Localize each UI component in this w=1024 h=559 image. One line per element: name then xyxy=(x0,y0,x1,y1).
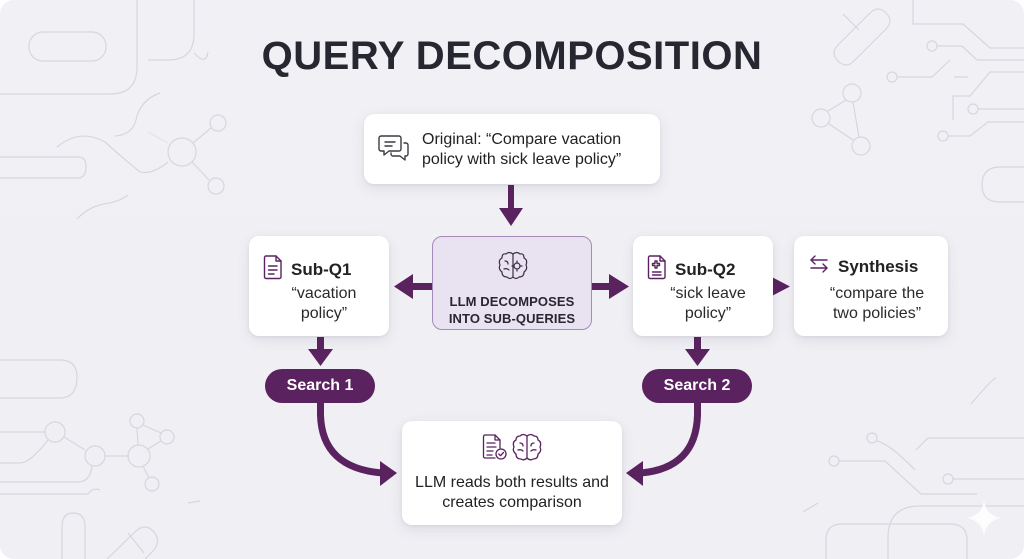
original-query-text: Original: “Compare vacation policy with … xyxy=(422,131,622,168)
sub-q2-quote: “sick leave policy” xyxy=(670,285,746,322)
medical-document-icon xyxy=(647,254,667,285)
result-card: LLM reads both results and creates compa… xyxy=(402,421,622,525)
result-text: LLM reads both results and creates compa… xyxy=(415,474,609,511)
swap-arrows-icon xyxy=(808,254,830,279)
arrow-llm-to-subq1 xyxy=(394,274,432,299)
sub-q1-label: Sub-Q1 xyxy=(291,259,352,279)
original-query-card: Original: “Compare vacation policy with … xyxy=(364,114,660,184)
arrow-original-to-llm xyxy=(499,185,523,226)
document-icon xyxy=(263,254,283,285)
llm-decompose-line-2: INTO SUB-QUERIES xyxy=(448,311,576,326)
llm-decompose-label: LLM DECOMPOSES INTO SUB-QUERIES xyxy=(433,293,591,327)
arrow-llm-to-subq2 xyxy=(592,274,629,299)
search-1-pill: Search 1 xyxy=(265,369,375,403)
arrow-search1-to-result xyxy=(317,403,383,477)
chat-bubbles-icon xyxy=(378,133,412,168)
sub-q1-quote: “vacation policy” xyxy=(291,285,357,322)
brain-gear-icon xyxy=(496,249,530,288)
sub-q2-label: Sub-Q2 xyxy=(675,259,736,279)
document-check-icon xyxy=(482,433,508,466)
diagram-title: QUERY DECOMPOSITION xyxy=(261,34,763,78)
arrow-search1-to-result-head xyxy=(380,461,397,486)
sparkle-icon xyxy=(966,500,1002,536)
sub-q2-card: Sub-Q2 “sick leave policy” xyxy=(633,236,773,336)
llm-decompose-line-1: LLM DECOMPOSES xyxy=(449,294,575,309)
arrow-subq1-to-search1 xyxy=(308,337,333,366)
llm-decompose-box: LLM DECOMPOSES INTO SUB-QUERIES xyxy=(432,236,592,330)
arrow-subq2-to-search2 xyxy=(685,337,710,366)
synthesis-quote: “compare the two policies” xyxy=(829,285,925,322)
arrow-search2-to-result-head xyxy=(626,461,643,486)
synthesis-label: Synthesis xyxy=(838,256,919,276)
arrow-search2-to-result xyxy=(640,403,701,477)
sub-q1-card: Sub-Q1 “vacation policy” xyxy=(249,236,389,336)
brain-icon xyxy=(512,433,542,466)
search-2-pill: Search 2 xyxy=(642,369,752,403)
synthesis-card: Synthesis “compare the two policies” xyxy=(794,236,948,336)
